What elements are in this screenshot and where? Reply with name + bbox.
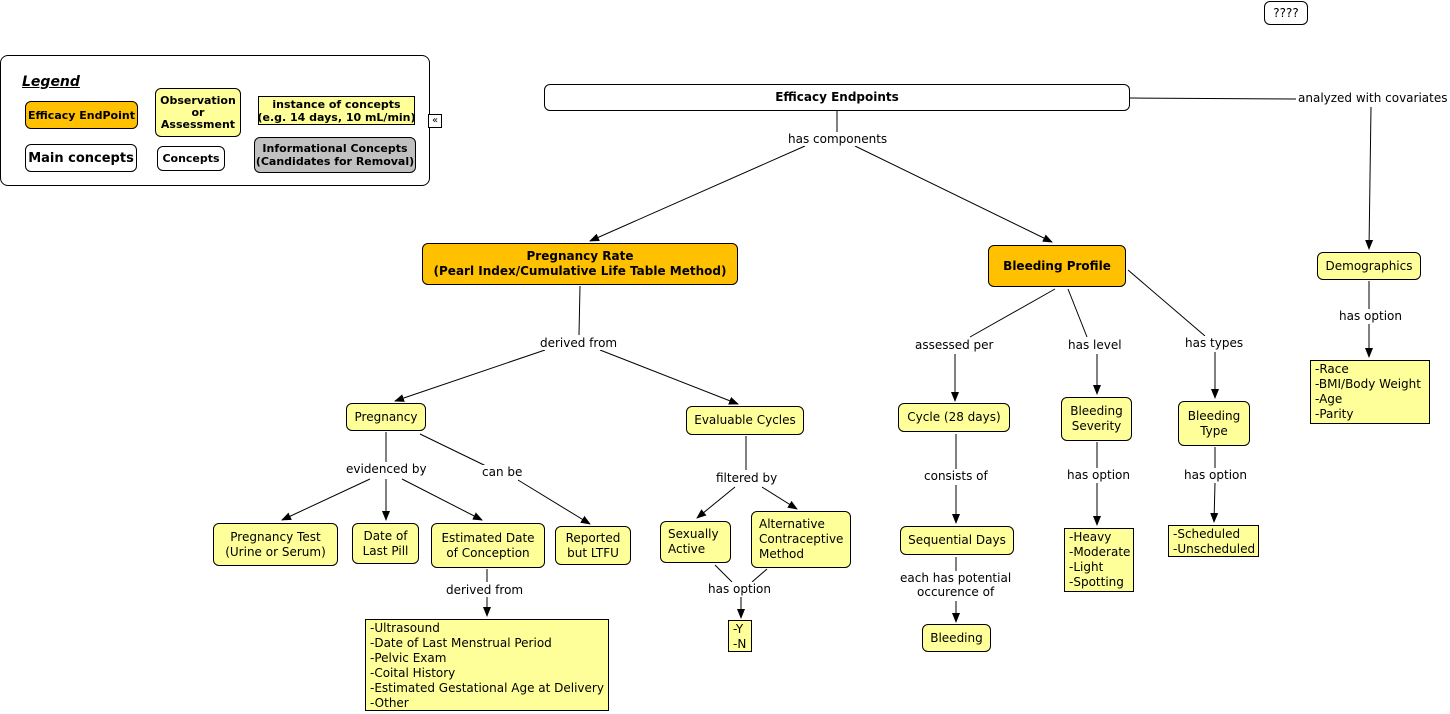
link-label-consists-of: consists of: [922, 469, 990, 483]
bleeding-severity-node[interactable]: Bleeding Severity: [1061, 397, 1132, 441]
unknown-concept-node[interactable]: ????: [1264, 1, 1308, 25]
legend-efficacy-endpoint: Efficacy EndPoint: [25, 101, 138, 129]
bleeding-profile-node[interactable]: Bleeding Profile: [988, 245, 1126, 287]
severity-options-list: -Heavy -Moderate -Light -Spotting: [1064, 528, 1134, 592]
pregnancy-test-node[interactable]: Pregnancy Test (Urine or Serum): [213, 523, 338, 566]
link-label-can-be: can be: [480, 465, 525, 479]
cycle-28-days-node[interactable]: Cycle (28 days): [898, 403, 1010, 432]
link-label-has-components: has components: [786, 132, 890, 146]
type-options-list: -Scheduled -Unscheduled: [1168, 525, 1259, 557]
link-label-evidenced-by: evidenced by: [344, 462, 429, 476]
yes-no-options-list: -Y -N: [728, 620, 752, 652]
pregnancy-rate-node[interactable]: Pregnancy Rate (Pearl Index/Cumulative L…: [422, 243, 738, 285]
estimated-date-of-conception-node[interactable]: Estimated Date of Conception: [431, 523, 545, 568]
date-of-last-pill-node[interactable]: Date of Last Pill: [352, 523, 419, 564]
collapse-legend-icon[interactable]: «: [428, 114, 442, 128]
link-label-has-option-demographics: has option: [1337, 309, 1404, 323]
demographics-node[interactable]: Demographics: [1317, 252, 1421, 280]
pregnancy-node[interactable]: Pregnancy: [346, 403, 426, 431]
link-label-has-option-severity: has option: [1065, 468, 1132, 482]
legend-observation: Observation or Assessment: [155, 88, 241, 137]
conception-sources-list: -Ultrasound -Date of Last Menstrual Peri…: [365, 619, 609, 711]
legend-concepts: Concepts: [157, 146, 225, 171]
link-label-analyzed-with-covariates: analyzed with covariates: [1296, 91, 1450, 105]
sexually-active-node[interactable]: Sexually Active: [660, 521, 731, 563]
demographics-options-list: -Race -BMI/Body Weight -Age -Parity: [1310, 360, 1430, 424]
link-label-each-has-potential-occurence: each has potential occurence of: [898, 571, 1014, 599]
link-label-has-option-cycles: has option: [706, 582, 773, 596]
link-label-has-level: has level: [1066, 338, 1124, 352]
link-label-filtered-by: filtered by: [714, 471, 780, 485]
link-label-has-option-type: has option: [1182, 468, 1249, 482]
bleeding-node[interactable]: Bleeding: [922, 624, 991, 652]
efficacy-endpoints-node[interactable]: Efficacy Endpoints: [544, 84, 1130, 111]
legend-main-concepts: Main concepts: [25, 144, 137, 172]
legend-instance: instance of concepts (e.g. 14 days, 10 m…: [257, 96, 416, 125]
evaluable-cycles-node[interactable]: Evaluable Cycles: [686, 406, 804, 435]
alternative-contraceptive-method-node[interactable]: Alternative Contraceptive Method: [751, 511, 851, 568]
link-label-has-types: has types: [1183, 336, 1246, 350]
legend-title: Legend: [22, 74, 80, 90]
bleeding-type-node[interactable]: Bleeding Type: [1178, 401, 1250, 446]
reported-but-ltfu-node[interactable]: Reported but LTFU: [555, 526, 631, 565]
link-label-derived-from: derived from: [538, 336, 620, 350]
link-label-derived-from-conception: derived from: [444, 583, 526, 597]
sequential-days-node[interactable]: Sequential Days: [900, 526, 1014, 555]
legend-informational: Informational Concepts (Candidates for R…: [254, 137, 416, 173]
link-label-assessed-per: assessed per: [913, 338, 996, 352]
